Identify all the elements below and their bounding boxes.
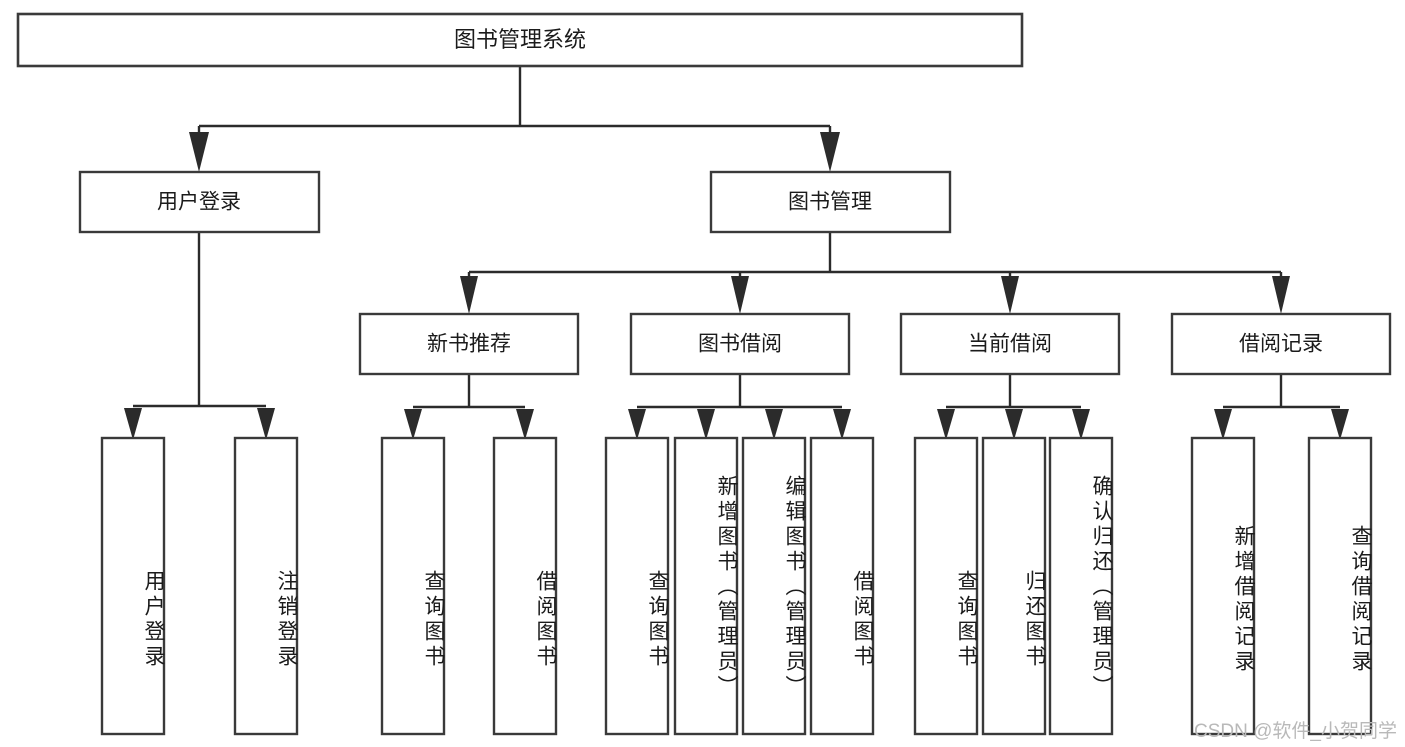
leaf-box-book-borrow-0[interactable]: [604, 436, 670, 736]
arrow-head-newbook: [460, 276, 478, 314]
leaf-group-user-login: [100, 436, 299, 736]
node-borrow-record[interactable]: 借阅记录: [1170, 312, 1392, 376]
leaf-group-borrow-record: [1190, 436, 1373, 736]
node-book-borrow-label: 图书借阅: [698, 333, 782, 356]
watermark-text: CSDN @软件_小贺同学: [1194, 721, 1397, 742]
leaf-group-current-borrow: [913, 436, 1114, 736]
arrow-head-leaf-currentborrow-2: [1072, 409, 1090, 440]
node-root[interactable]: 图书管理系统: [16, 12, 1024, 68]
node-current-borrow[interactable]: 当前借阅: [899, 312, 1121, 376]
leaf-box-borrow-record-1[interactable]: [1307, 436, 1373, 736]
leaf-box-book-borrow-2[interactable]: [741, 436, 807, 736]
arrow-head-leaf-newbook-0: [404, 409, 422, 440]
connector-group-bookmgmt: [460, 232, 1290, 314]
arrow-head-leaf-user-login-0: [124, 408, 142, 440]
arrow-head-leaf-bookborrow-0: [628, 409, 646, 440]
connector-group-newbook: [404, 374, 534, 440]
leaf-box-current-borrow-1[interactable]: [981, 436, 1047, 736]
node-new-book-recommend[interactable]: 新书推荐: [358, 312, 580, 376]
node-new-book-recommend-label: 新书推荐: [427, 333, 511, 356]
node-root-label: 图书管理系统: [454, 27, 586, 52]
node-user-login[interactable]: 用户登录: [78, 170, 321, 234]
leaf-box-user-login-1[interactable]: [233, 436, 299, 736]
node-book-borrow-rect[interactable]: [629, 312, 851, 376]
arrow-head-leaf-currentborrow-1: [1005, 409, 1023, 440]
connector-group-borrowrecord: [1214, 374, 1349, 440]
arrow-head-userlogin: [189, 132, 209, 172]
node-user-login-label: 用户登录: [157, 191, 241, 214]
node-book-management-label: 图书管理: [788, 191, 872, 214]
leaf-box-user-login-0[interactable]: [100, 436, 166, 736]
leaf-box-current-borrow-0[interactable]: [913, 436, 979, 736]
arrow-head-leaf-user-login-1: [257, 408, 275, 440]
node-book-management[interactable]: 图书管理: [709, 170, 952, 234]
node-current-borrow-label: 当前借阅: [968, 333, 1052, 356]
arrow-head-leaf-currentborrow-0: [937, 409, 955, 440]
connector-group-currentborrow: [937, 374, 1090, 440]
leaf-box-borrow-record-0[interactable]: [1190, 436, 1256, 736]
connector-group-root: [189, 66, 840, 172]
node-book-management-rect[interactable]: [709, 170, 952, 234]
leaf-box-book-borrow-3[interactable]: [809, 436, 875, 736]
leaf-box-new-book-recommend-1[interactable]: [492, 436, 558, 736]
arrow-head-bookborrow: [731, 276, 749, 314]
node-user-login-rect[interactable]: [78, 170, 321, 234]
leaf-box-book-borrow-1[interactable]: [673, 436, 739, 736]
node-book-borrow[interactable]: 图书借阅: [629, 312, 851, 376]
arrow-head-leaf-bookborrow-3: [833, 409, 851, 440]
arrow-head-leaf-newbook-1: [516, 409, 534, 440]
arrow-head-bookmgmt: [820, 132, 840, 172]
arrow-head-leaf-bookborrow-2: [765, 409, 783, 440]
arrow-head-leaf-bookborrow-1: [697, 409, 715, 440]
connector-group-bookborrow: [628, 374, 851, 440]
node-root-rect[interactable]: [16, 12, 1024, 68]
connector-group-userlogin: [124, 232, 275, 440]
node-borrow-record-label: 借阅记录: [1239, 333, 1323, 356]
leaf-box-new-book-recommend-0[interactable]: [380, 436, 446, 736]
arrow-head-leaf-borrowrecord-0: [1214, 409, 1232, 440]
arrow-head-borrowrecord: [1272, 276, 1290, 314]
node-new-book-recommend-rect[interactable]: [358, 312, 580, 376]
leaf-box-current-borrow-2[interactable]: [1048, 436, 1114, 736]
arrow-head-leaf-borrowrecord-1: [1331, 409, 1349, 440]
leaf-group-new-book-recommend: [380, 436, 558, 736]
node-borrow-record-rect[interactable]: [1170, 312, 1392, 376]
arrow-head-currentborrow: [1001, 276, 1019, 314]
node-current-borrow-rect[interactable]: [899, 312, 1121, 376]
leaf-group-book-borrow: [604, 436, 875, 736]
